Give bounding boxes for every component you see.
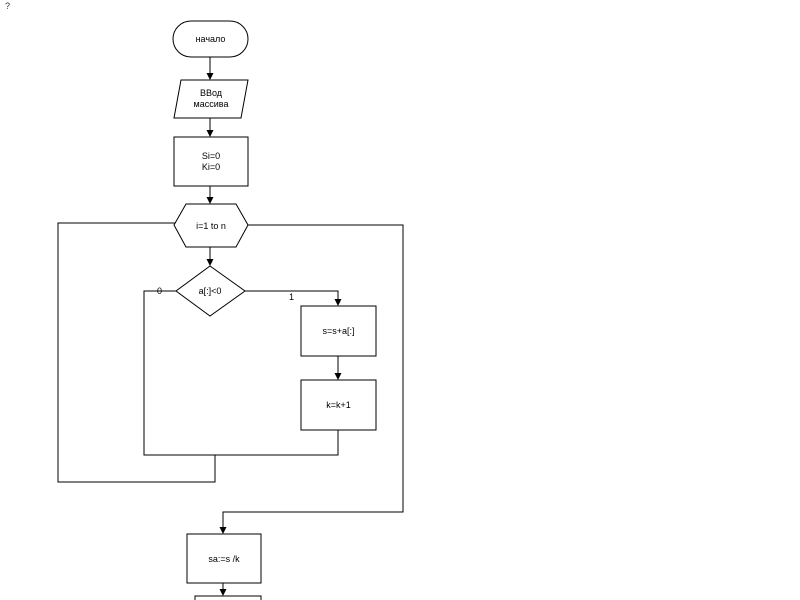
arrowhead-input [206,73,214,80]
false-branch-label: 0 [157,286,162,296]
connector-loop-back [57,222,216,483]
count-block: k=k+1 [300,379,377,431]
arrowhead-init [206,130,214,137]
true-branch-label: 1 [289,292,294,302]
sum-block: s=s+a[:] [300,305,377,357]
loop-block: i=1 to n [173,203,249,248]
sum-label: s=s+a[:] [322,326,354,336]
condition-label: a[:]<0 [199,286,222,296]
start-terminator: начало [172,20,249,58]
connectors [57,57,404,596]
init-block: Si=0 Ki=0 [173,136,249,187]
loop-label: i=1 to n [196,221,226,231]
connector-false-branch [143,290,339,456]
arrowhead-next [219,589,227,596]
next-block-partial [194,595,262,600]
start-label: начало [196,34,226,44]
input-label-line1: ВВод [200,88,223,98]
arrowhead-count [334,373,342,380]
arrowhead-loop [206,197,214,204]
input-label-line2: массива [194,99,229,109]
arrowhead-sum [334,299,342,306]
average-block: sa:=s /k [186,533,262,584]
arrowhead-average [219,527,227,534]
connector-loop-exit [222,224,404,527]
init-label-line1: Si=0 [202,151,220,161]
arrowhead-condition [206,259,214,266]
input-block: ВВод массива [173,79,249,119]
connector-true-branch [245,290,339,300]
condition-block: a[:]<0 [175,265,246,317]
average-label: sa:=s /k [208,554,240,564]
init-label-line2: Ki=0 [202,162,220,172]
corner-question-mark: ? [5,1,11,11]
count-label: k=k+1 [326,400,351,410]
